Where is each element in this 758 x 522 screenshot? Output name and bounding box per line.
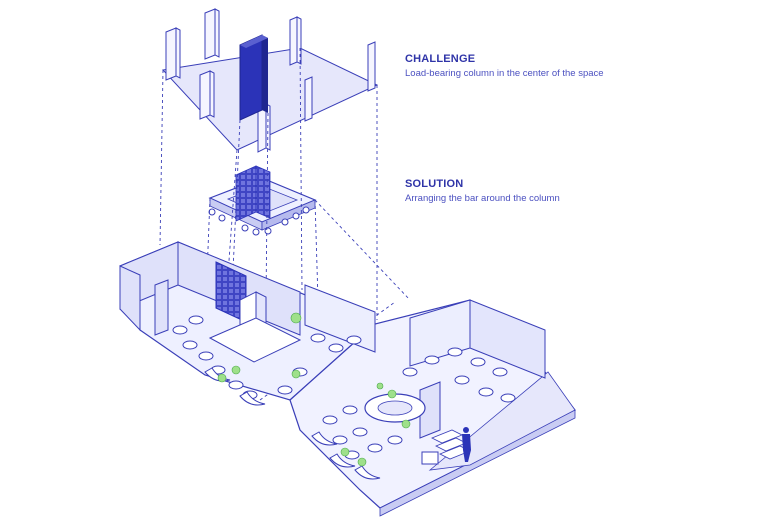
plant xyxy=(217,373,227,383)
central-column-front xyxy=(239,34,263,121)
wall-partition xyxy=(154,279,169,336)
wall-right-glass xyxy=(304,284,376,353)
table xyxy=(447,347,463,357)
round-bar-inner xyxy=(377,400,413,416)
bar-stool xyxy=(264,227,272,235)
bar-stool xyxy=(241,224,249,232)
column-8 xyxy=(199,70,211,120)
plant xyxy=(291,369,301,379)
table xyxy=(277,385,293,395)
projection-line xyxy=(159,69,164,246)
bar-column-cladding-front xyxy=(235,165,257,222)
banquette xyxy=(311,431,338,446)
projection-line xyxy=(265,112,269,301)
person-head xyxy=(463,427,469,433)
bar-stool xyxy=(281,218,289,226)
banquette xyxy=(239,391,266,406)
plant xyxy=(231,365,241,375)
table xyxy=(346,335,362,345)
service-box xyxy=(421,451,439,465)
restaurant-floor-plan xyxy=(119,241,576,517)
column-1 xyxy=(165,27,177,81)
table xyxy=(172,325,188,335)
bar-stool xyxy=(302,206,310,214)
table xyxy=(228,380,244,390)
structural-columns xyxy=(165,8,376,153)
bar-stool xyxy=(252,228,260,236)
plant xyxy=(357,457,367,467)
table xyxy=(182,340,198,350)
table xyxy=(470,357,486,367)
projection-line xyxy=(314,199,411,301)
person-body xyxy=(462,434,471,462)
bar-stool xyxy=(292,212,300,220)
table xyxy=(424,355,440,365)
challenge-annotation: CHALLENGE Load-bearing column in the cen… xyxy=(405,53,604,79)
table xyxy=(328,343,344,353)
bar-stool xyxy=(208,208,216,216)
projection-line xyxy=(299,47,303,291)
projection-line xyxy=(314,199,319,301)
plant xyxy=(401,419,411,429)
table xyxy=(342,405,358,415)
table xyxy=(402,367,418,377)
plant xyxy=(340,447,350,457)
plants xyxy=(217,312,411,467)
column-9 xyxy=(209,70,215,118)
column-6 xyxy=(296,16,302,65)
wall-right-block-side xyxy=(469,299,546,379)
table xyxy=(492,367,508,377)
table xyxy=(387,435,403,445)
kitchen-pod xyxy=(419,381,441,439)
bar-stool xyxy=(218,214,226,222)
column-2 xyxy=(175,27,181,79)
table xyxy=(454,375,470,385)
person-figure xyxy=(462,427,471,462)
bar-around-column xyxy=(208,165,317,236)
solution-heading: SOLUTION xyxy=(405,178,464,190)
table xyxy=(478,387,494,397)
upper-structure-level xyxy=(161,8,379,153)
solution-text: Arranging the bar around the column xyxy=(405,193,560,204)
table xyxy=(322,415,338,425)
stairs xyxy=(431,429,471,460)
central-column-side xyxy=(262,35,268,113)
banquette xyxy=(329,453,356,468)
projection-line xyxy=(231,119,241,293)
plant xyxy=(290,312,302,324)
column-3 xyxy=(204,8,216,60)
column-10 xyxy=(304,76,313,122)
solution-annotation: SOLUTION Arranging the bar around the co… xyxy=(405,178,560,204)
table xyxy=(367,443,383,453)
table xyxy=(310,333,326,343)
central-column-top xyxy=(240,35,268,48)
banquette xyxy=(354,465,381,480)
banquette-seating xyxy=(204,367,381,480)
table xyxy=(188,315,204,325)
column-5 xyxy=(289,16,298,66)
column-4 xyxy=(214,8,220,58)
table xyxy=(198,351,214,361)
table xyxy=(500,393,516,403)
wall-left xyxy=(119,265,141,332)
plant xyxy=(387,389,397,399)
stair-step xyxy=(431,429,463,444)
banquette xyxy=(204,367,231,382)
ground-bar xyxy=(208,317,302,363)
plant xyxy=(376,382,384,390)
column-7 xyxy=(367,41,376,92)
challenge-text: Load-bearing column in the center of the… xyxy=(405,68,604,79)
challenge-heading: CHALLENGE xyxy=(405,53,476,65)
table xyxy=(332,435,348,445)
bar-column-cladding-side xyxy=(255,165,271,219)
table xyxy=(352,427,368,437)
dining-tables-right xyxy=(322,347,516,460)
bar-stools xyxy=(208,206,310,236)
